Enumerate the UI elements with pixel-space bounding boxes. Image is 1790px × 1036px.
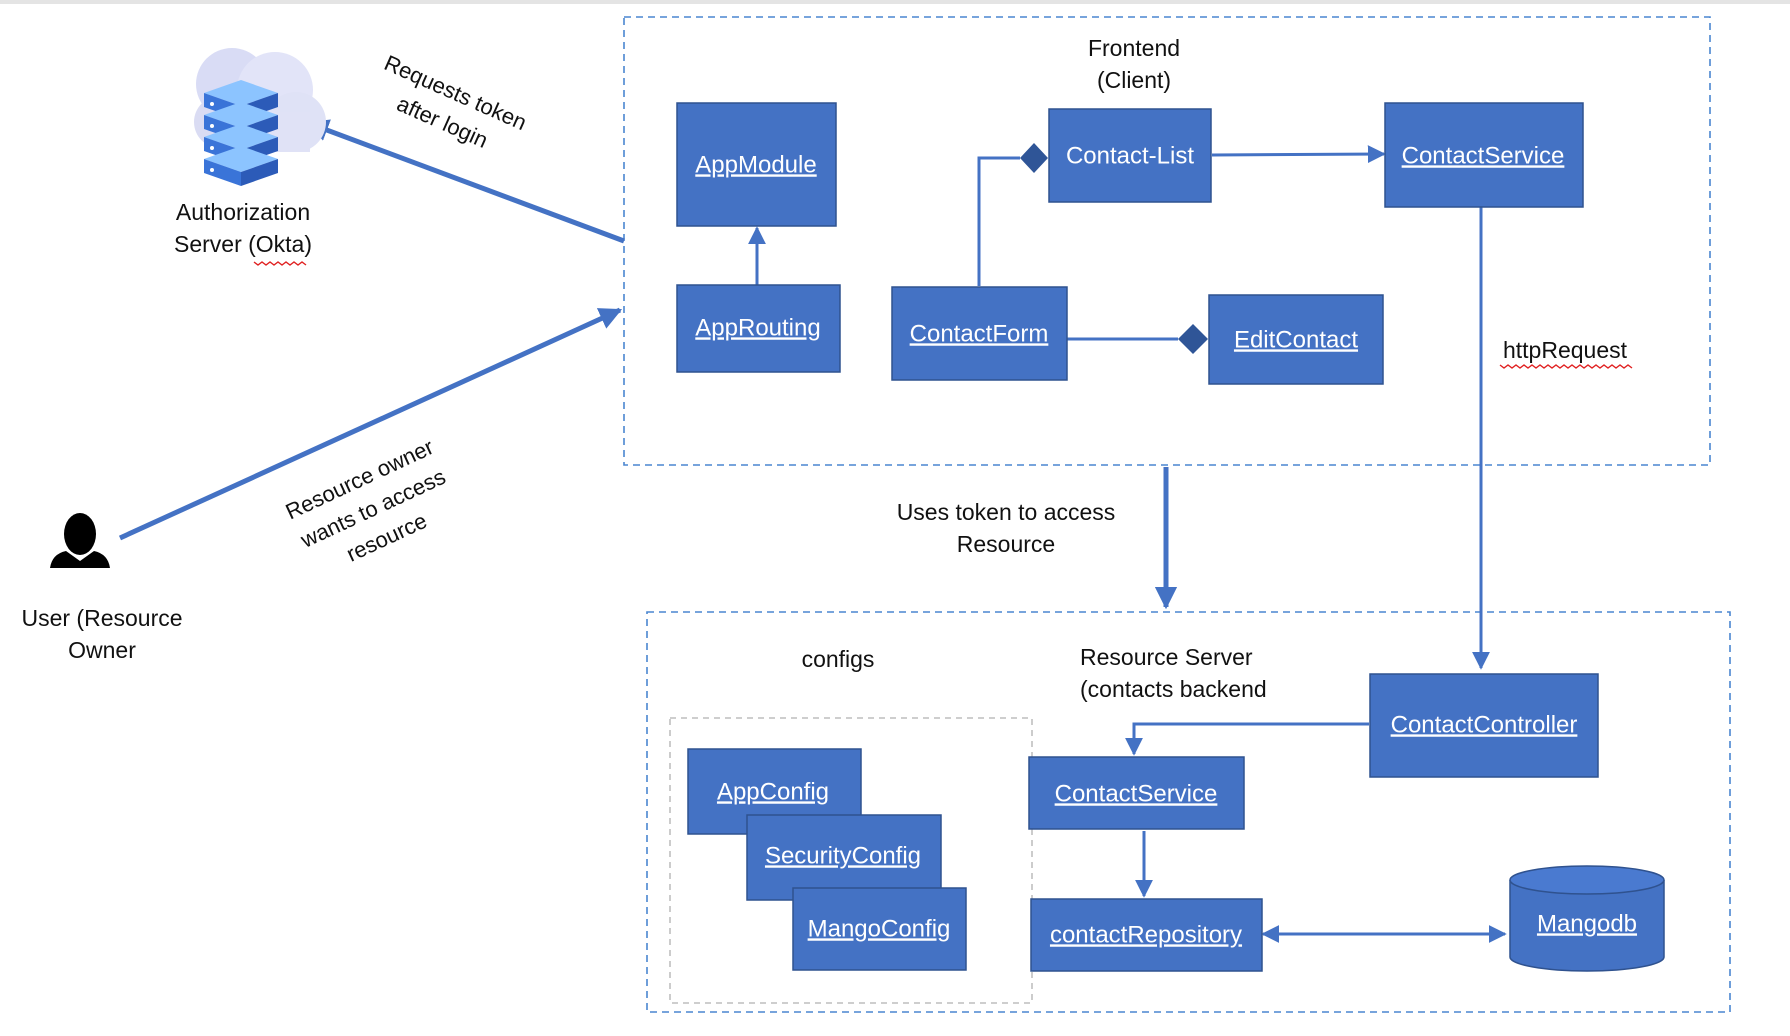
person-icon bbox=[50, 513, 110, 568]
frontend-title-line2: (Client) bbox=[1097, 67, 1171, 93]
resource-server-title-line1: Resource Server bbox=[1080, 644, 1253, 670]
backend-group bbox=[646, 611, 1731, 1013]
contact-repository-label: contactRepository bbox=[1050, 921, 1242, 948]
backend-contact-service-box[interactable]: ContactService bbox=[1028, 756, 1245, 830]
frontend-title-line1: Frontend bbox=[1088, 35, 1180, 61]
contact-repository-box[interactable]: contactRepository bbox=[1030, 898, 1263, 972]
uses-token-label: Uses token to access Resource bbox=[897, 499, 1116, 557]
mango-config-label: MangoConfig bbox=[808, 915, 951, 942]
frontend-contact-service-label: ContactService bbox=[1402, 142, 1565, 169]
user-label-line2: Owner bbox=[68, 637, 136, 663]
contact-controller-box[interactable]: ContactController bbox=[1369, 673, 1599, 778]
backend-contact-service-label: ContactService bbox=[1055, 780, 1218, 807]
controller-to-service-arrow bbox=[1125, 722, 1369, 756]
edit-contact-label: EditContact bbox=[1234, 326, 1358, 353]
resource-owner-arrow bbox=[118, 307, 623, 541]
security-config-box[interactable]: SecurityConfig bbox=[746, 814, 942, 901]
auth-server-label-line1: Authorization bbox=[176, 199, 310, 225]
resource-server-title: Resource Server (contacts backend bbox=[1080, 644, 1267, 702]
app-module-label: AppModule bbox=[695, 151, 816, 178]
configs-group bbox=[669, 717, 1033, 1004]
mangodb-label: Mangodb bbox=[1537, 910, 1637, 937]
auth-server-label-line2: Server (Okta) bbox=[174, 231, 312, 257]
app-module-box[interactable]: AppModule bbox=[676, 102, 837, 227]
configs-title: configs bbox=[802, 646, 875, 672]
contactlist-to-service-arrow bbox=[1211, 145, 1386, 164]
contact-form-box[interactable]: ContactForm bbox=[891, 286, 1068, 381]
user-label: User (Resource Owner bbox=[21, 605, 182, 663]
resource-server-title-line2: (contacts backend bbox=[1080, 676, 1267, 702]
aggregation-diamond-edit bbox=[1178, 324, 1208, 354]
contact-controller-label: ContactController bbox=[1391, 711, 1578, 738]
app-routing-box[interactable]: AppRouting bbox=[676, 284, 841, 373]
frontend-title: Frontend (Client) bbox=[1088, 35, 1180, 93]
cloud-server-icon bbox=[194, 48, 326, 186]
spellcheck-squiggles bbox=[253, 261, 1633, 369]
user-label-line1: User (Resource bbox=[21, 605, 182, 631]
frontend-contact-service-box[interactable]: ContactService bbox=[1384, 102, 1584, 208]
contact-list-label: Contact-List bbox=[1066, 142, 1194, 169]
requests-token-label: Requests token after login bbox=[381, 50, 531, 153]
resource-owner-label: Resource owner wants to access resource bbox=[282, 434, 450, 567]
contactform-to-list-aggregation bbox=[977, 156, 1020, 286]
http-request-label: httpRequest bbox=[1503, 337, 1628, 363]
security-config-label: SecurityConfig bbox=[765, 842, 921, 869]
contact-list-box[interactable]: Contact-List bbox=[1048, 108, 1212, 203]
requests-token-arrow bbox=[305, 119, 625, 244]
uses-token-line2: Resource bbox=[957, 531, 1055, 557]
auth-server-label: Authorization Server (Okta) bbox=[174, 199, 312, 257]
app-routing-label: AppRouting bbox=[695, 314, 820, 341]
edit-contact-box[interactable]: EditContact bbox=[1208, 294, 1384, 385]
mango-config-box[interactable]: MangoConfig bbox=[792, 887, 967, 971]
aggregation-diamond-list bbox=[1020, 143, 1048, 173]
mangodb-cylinder[interactable]: Mangodb bbox=[1509, 865, 1665, 972]
uses-token-line1: Uses token to access bbox=[897, 499, 1116, 525]
contact-form-label: ContactForm bbox=[910, 320, 1049, 347]
app-config-label: AppConfig bbox=[717, 778, 829, 805]
top-border bbox=[0, 0, 1790, 4]
